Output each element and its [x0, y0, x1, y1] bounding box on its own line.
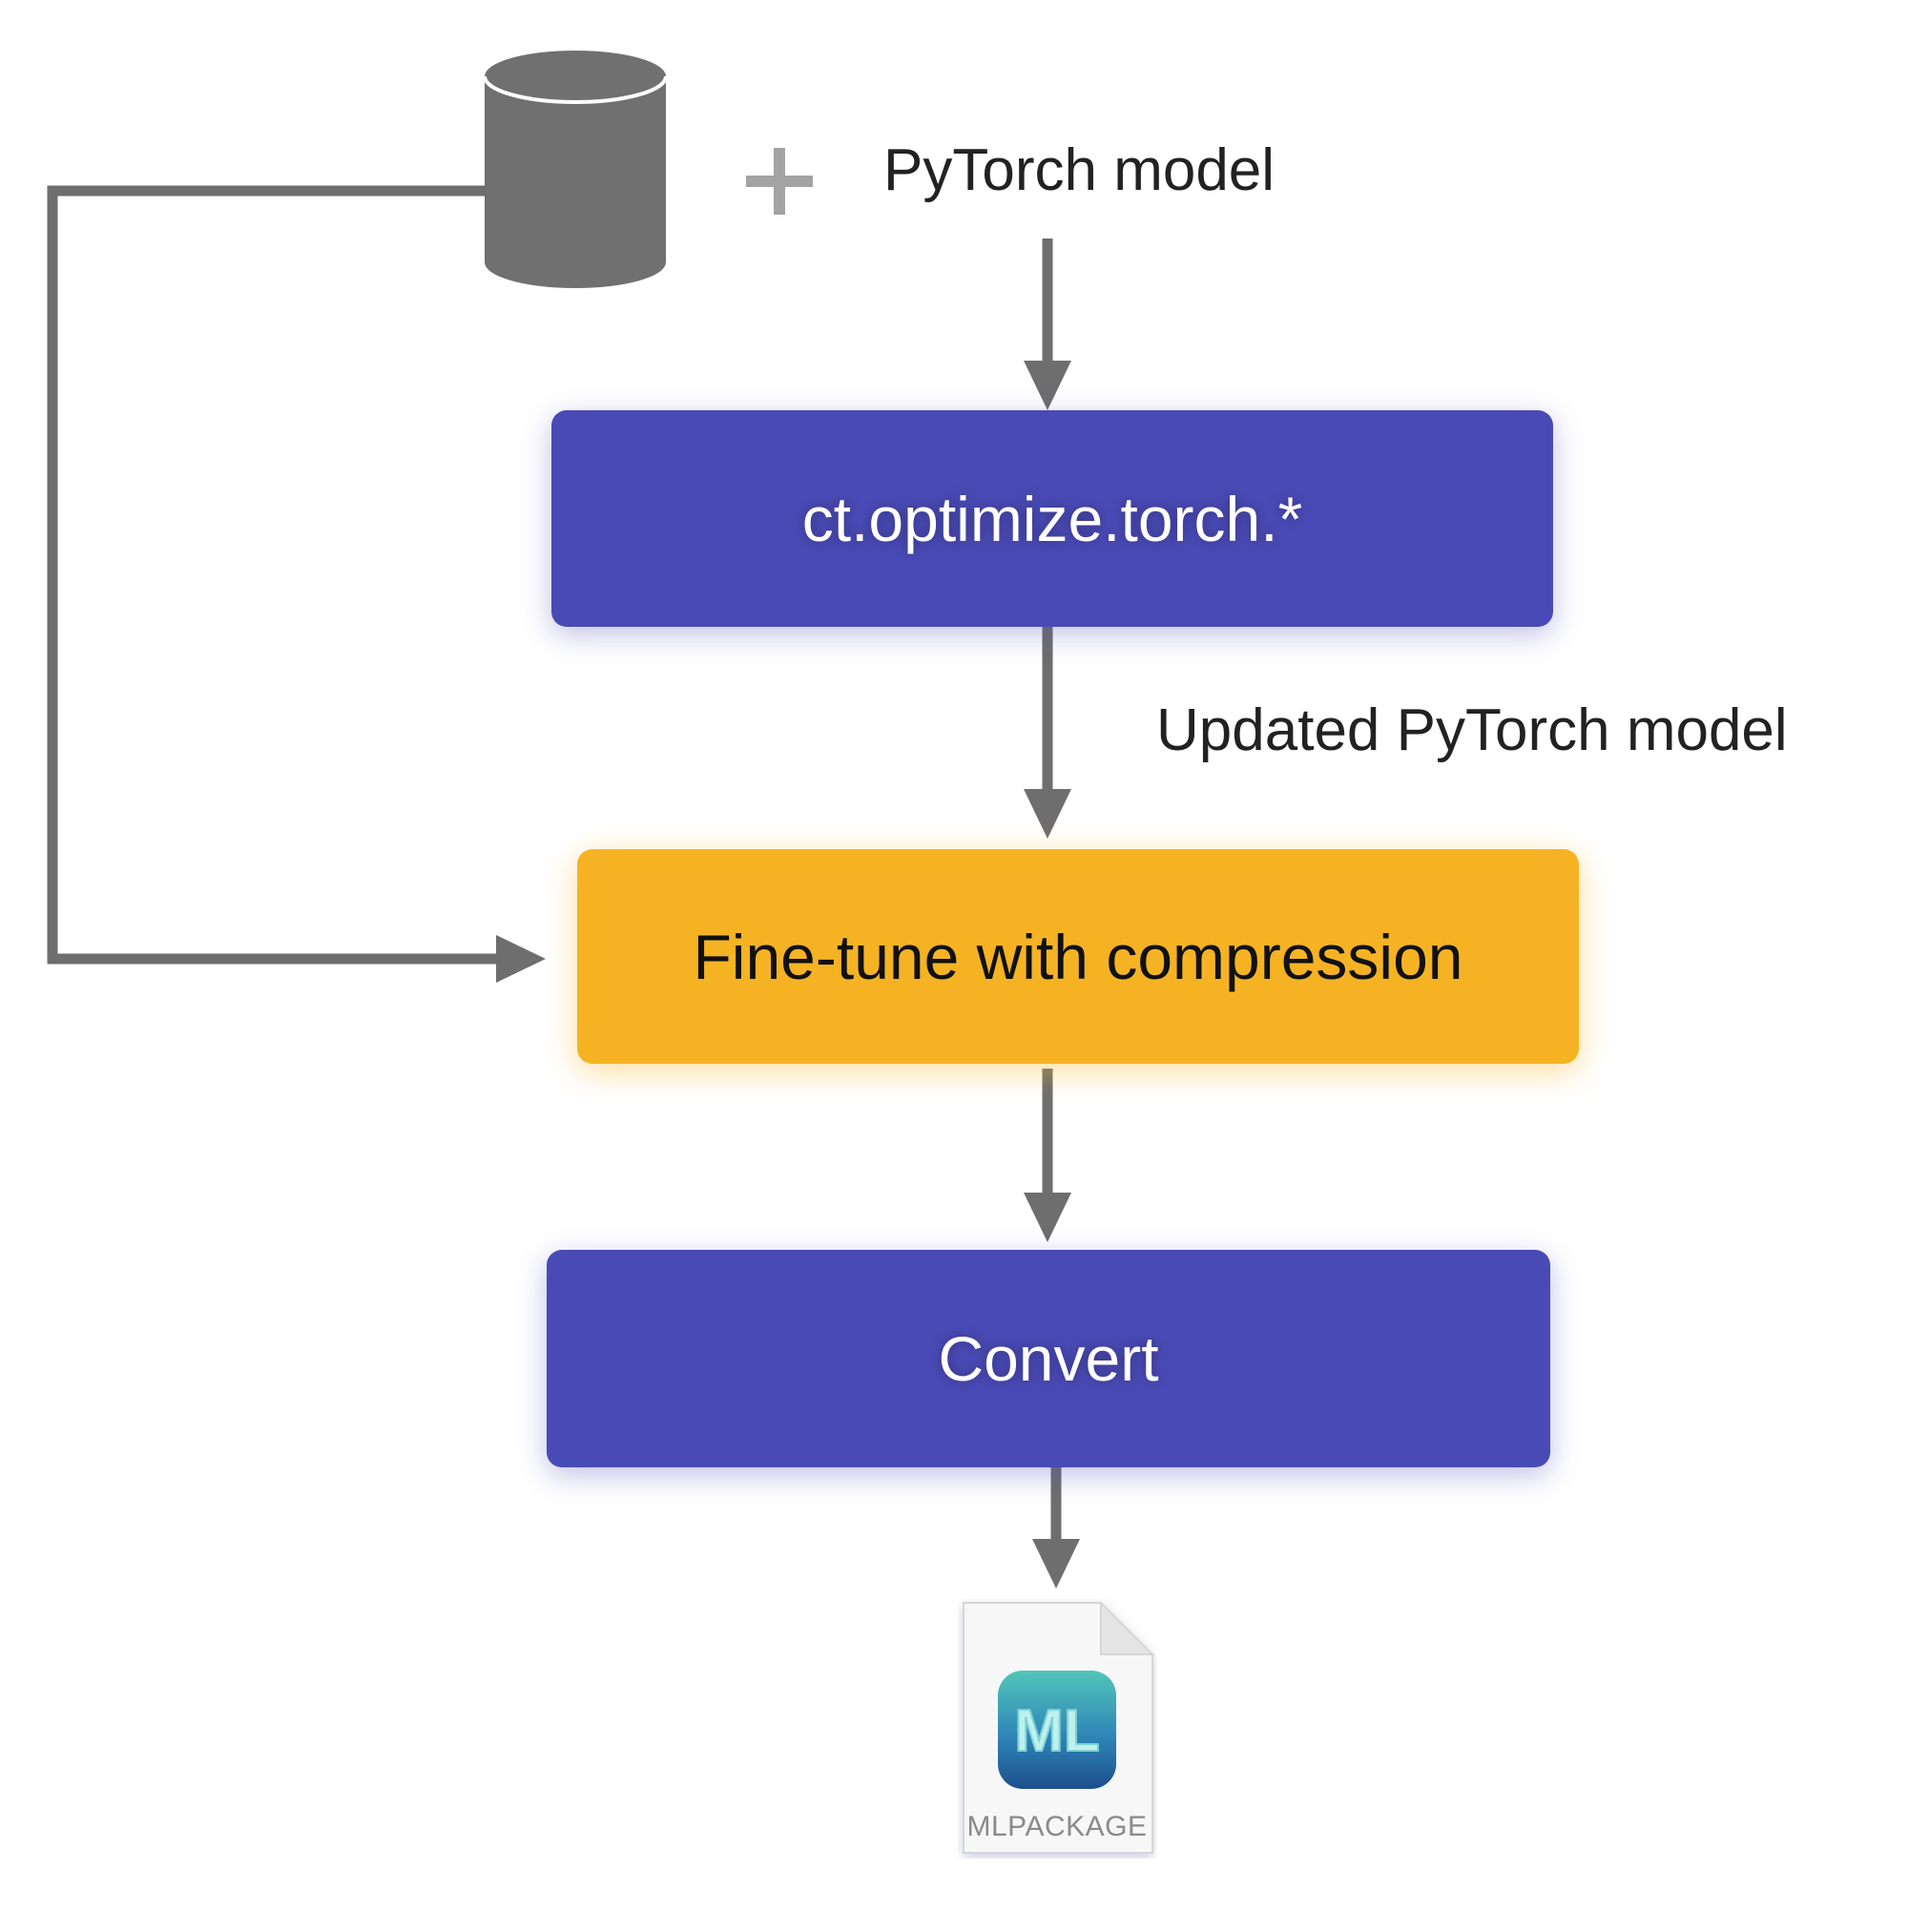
- convert-label: Convert: [938, 1323, 1159, 1394]
- pytorch-model-label: PyTorch model: [883, 137, 1275, 203]
- ml-badge-text: ML: [1013, 1697, 1101, 1765]
- mlpackage-file-icon: ML MLPACKAGE: [958, 1599, 1156, 1859]
- file-page-shape: [963, 1600, 1155, 1854]
- input-to-optimize-arrow: [1024, 239, 1071, 410]
- updated-pytorch-model-label: Updated PyTorch model: [1156, 697, 1788, 763]
- plus-icon: [746, 148, 813, 215]
- ml-badge-icon: ML: [998, 1671, 1116, 1789]
- svg-text:ML: ML: [1014, 1698, 1100, 1764]
- finetune-compression-step: Fine-tune with compression: [577, 849, 1579, 1064]
- finetune-to-convert-arrow: [1024, 1069, 1071, 1242]
- optimize-to-finetune-arrow: [1024, 627, 1071, 839]
- convert-to-output-arrow: [1032, 1467, 1080, 1589]
- database-cylinder-icon: [483, 51, 668, 288]
- optimize-torch-label: ct.optimize.torch.*: [801, 483, 1303, 554]
- dataset-to-finetune-arrow: [47, 185, 546, 983]
- finetune-compression-label: Fine-tune with compression: [693, 921, 1463, 992]
- convert-step: Convert: [547, 1250, 1550, 1467]
- optimize-torch-step: ct.optimize.torch.*: [551, 410, 1553, 627]
- mlpackage-caption: MLPACKAGE: [966, 1811, 1148, 1842]
